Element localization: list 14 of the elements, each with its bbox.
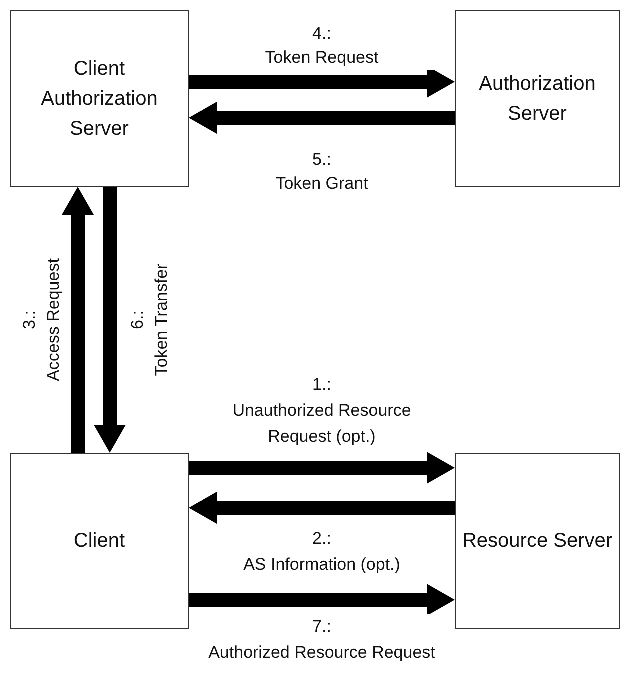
entity-name: Client [74, 529, 126, 554]
entity-name: Resource Server [462, 529, 613, 554]
entity-name: Client Authorization Server [40, 56, 159, 142]
entity-box [455, 453, 620, 629]
arrow [189, 452, 455, 484]
arrow [94, 187, 126, 453]
arrow [189, 584, 455, 616]
arrow [189, 102, 455, 134]
entity-box [455, 10, 620, 187]
entity-box [10, 453, 189, 629]
entity-name: Authorization Server [478, 72, 597, 126]
arrow [189, 492, 455, 524]
entity-box [10, 10, 189, 187]
arrow [62, 187, 94, 453]
